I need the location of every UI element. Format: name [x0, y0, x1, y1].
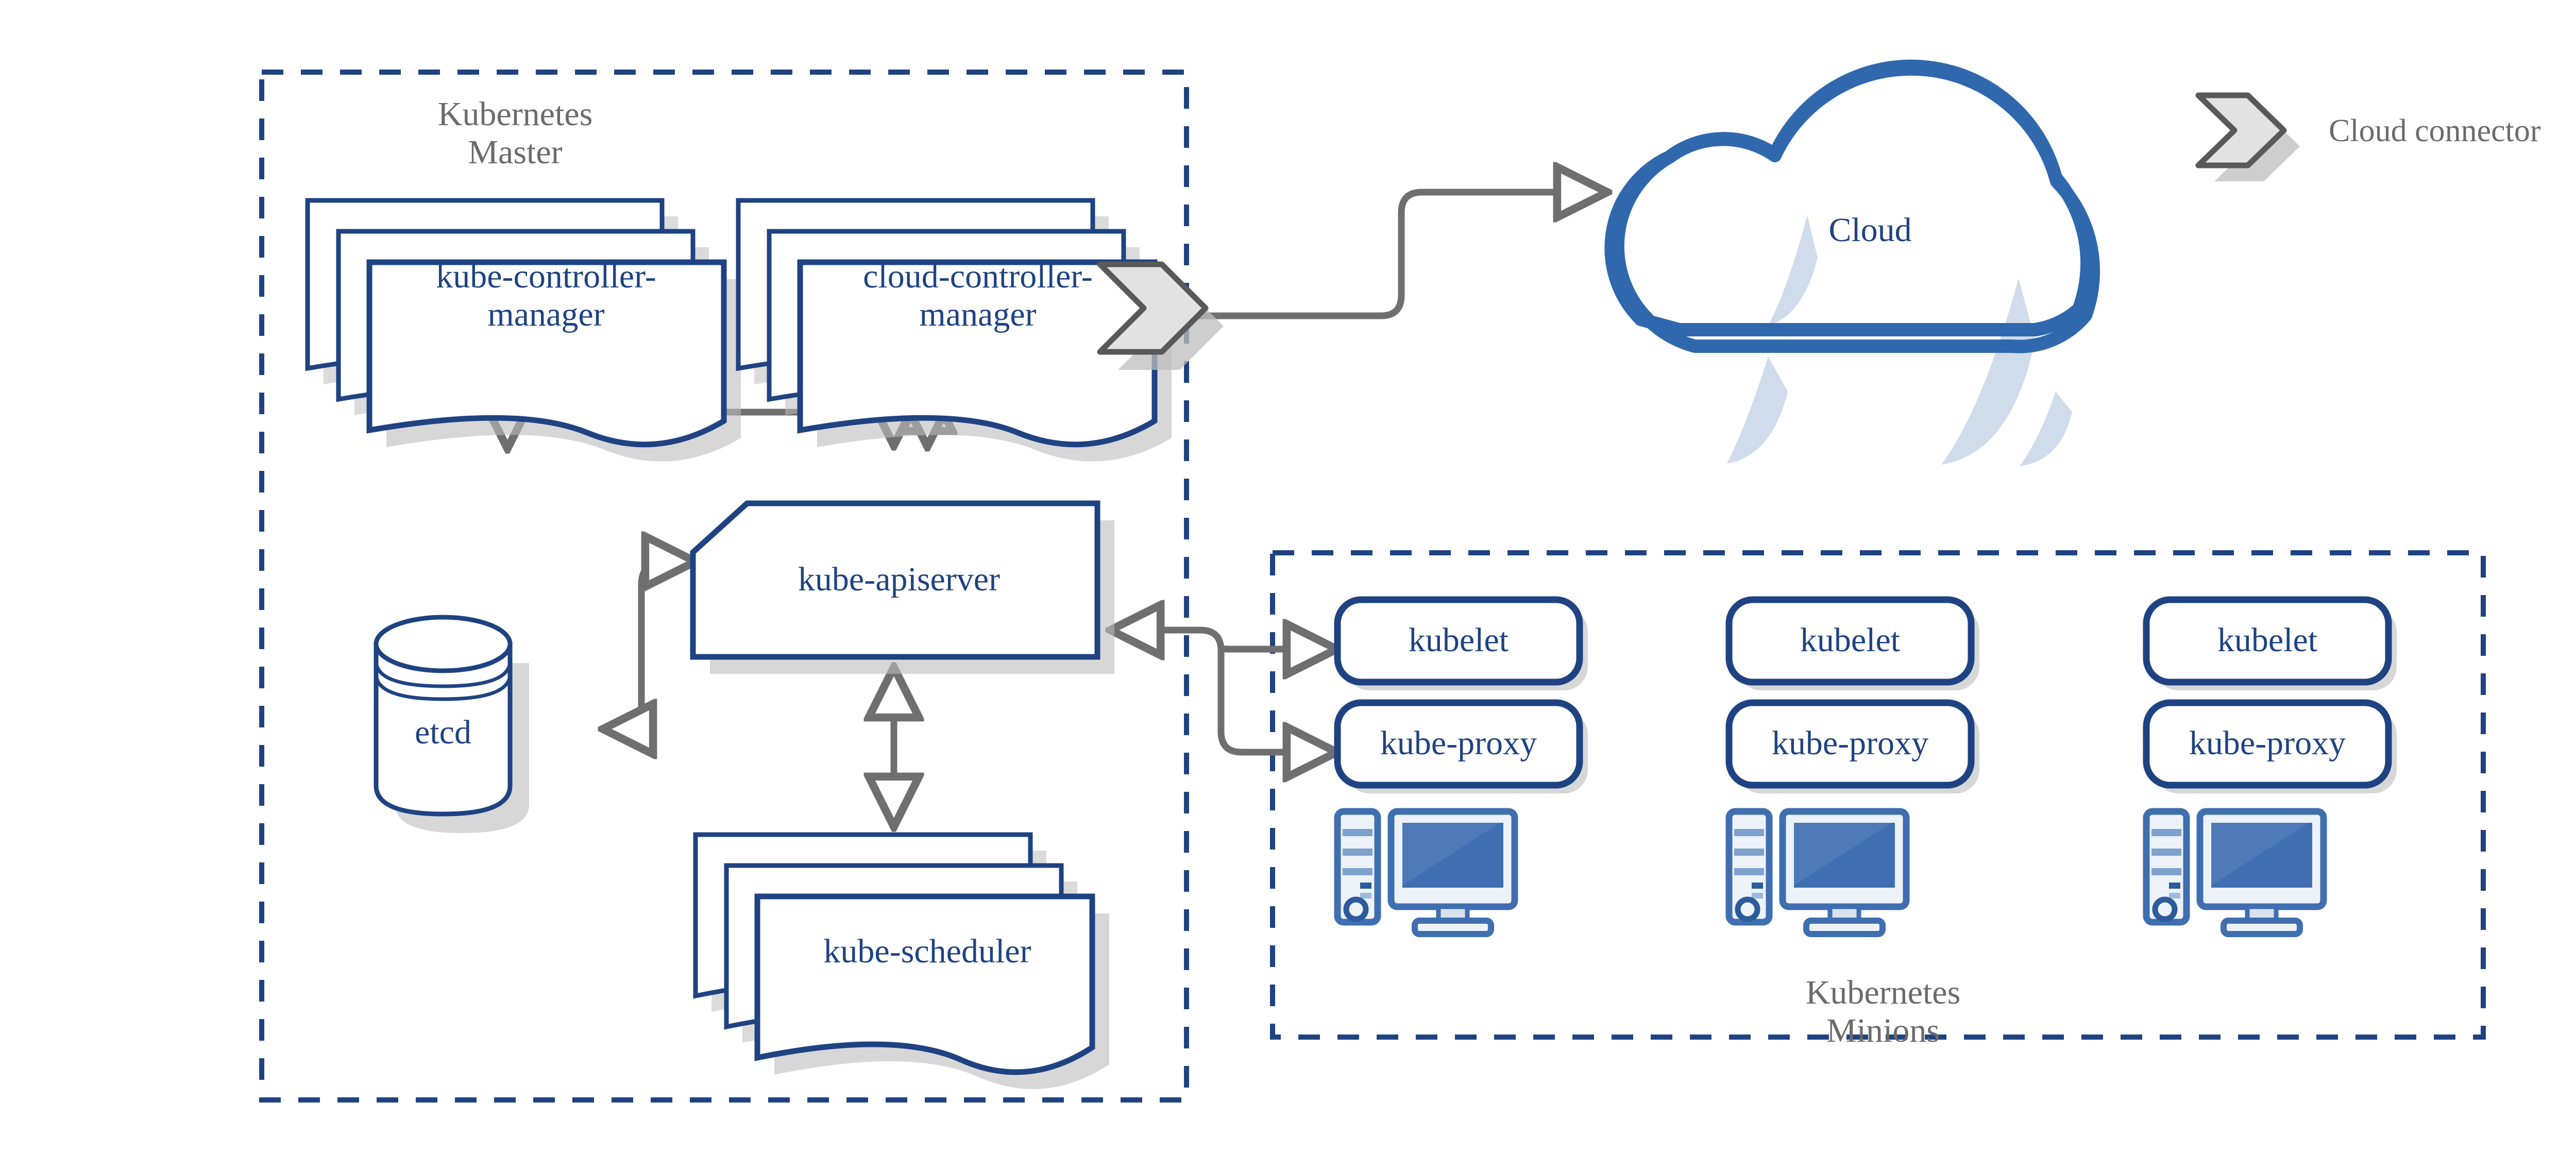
legend-cloud-connector-label: Cloud connector [2329, 113, 2541, 148]
minion-3-kube-proxy-label: kube-proxy [2189, 724, 2346, 762]
cloud-outline-overlay [1611, 62, 2100, 353]
kube-scheduler-shape[interactable] [693, 832, 1109, 1090]
minion-node-3 [2143, 596, 2397, 937]
minion-3-kubelet-label: kubelet [2217, 621, 2318, 659]
legend-cloud-connector-icon [2195, 92, 2300, 181]
kube-apiserver-shape[interactable] [690, 500, 1114, 674]
kube-controller-manager-shape[interactable] [305, 198, 741, 462]
desktop-computer-icon-3 [2143, 808, 2327, 937]
etcd-shape[interactable] [374, 615, 529, 833]
master-group-label: Kubernetes Master [437, 95, 593, 171]
kube-controller-manager-label: kube-controller- manager [436, 258, 656, 333]
minions-group-border [1270, 550, 2486, 1040]
minion-1-kube-proxy-label: kube-proxy [1380, 724, 1537, 762]
cloud-connector-chevron-icon[interactable] [1097, 261, 1224, 370]
connector-branch-to-kubelet [1217, 648, 1334, 651]
minion-2-kube-proxy-label: kube-proxy [1771, 724, 1929, 762]
kube-apiserver-label: kube-apiserver [798, 561, 1001, 598]
connector-apiserver-etcd [605, 562, 693, 729]
cloud-label: Cloud [1828, 211, 1912, 249]
kube-scheduler-label: kube-scheduler [823, 932, 1031, 970]
minions-group-label: Kubernetes Minions [1805, 974, 1961, 1049]
connector-apiserver-minions-trunk [1113, 630, 1334, 752]
desktop-computer-icon-2 [1725, 808, 1910, 937]
minion-node-2 [1725, 596, 1979, 937]
minion-2-kubelet-label: kubelet [1800, 621, 1901, 659]
minion-node-1 [1334, 596, 1588, 937]
etcd-label: etcd [415, 714, 471, 751]
minion-1-kubelet-label: kubelet [1408, 621, 1509, 659]
desktop-computer-icon-1 [1334, 808, 1518, 937]
cloud-controller-manager-shape[interactable] [736, 198, 1172, 462]
cloud-controller-manager-label: cloud-controller- manager [863, 258, 1093, 333]
connector-cloudcm-to-cloud [1177, 192, 1605, 319]
cloud-shape[interactable] [1604, 59, 2094, 479]
